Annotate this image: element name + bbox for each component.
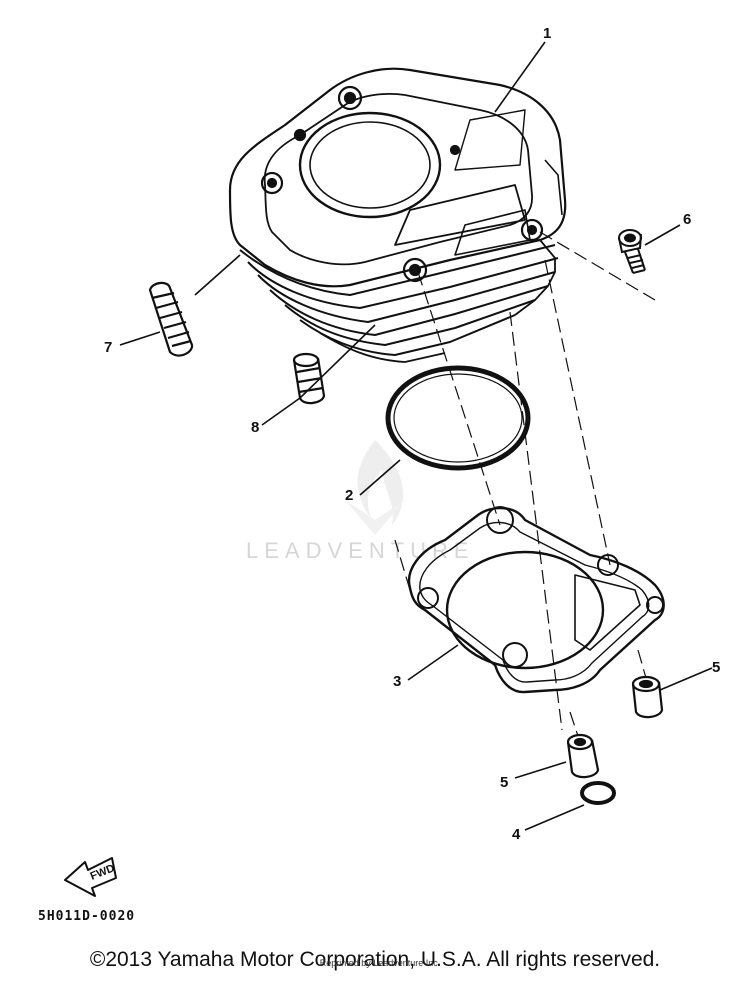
- callout-8: 8: [251, 419, 259, 436]
- callout-3: 3: [393, 673, 401, 690]
- callout-2: 2: [345, 487, 353, 504]
- callout-6: 6: [683, 211, 691, 228]
- callout-1: 1: [543, 25, 551, 42]
- diagram-part-code: 5H011D-0020: [38, 909, 135, 924]
- reprint-notice: Reprinted by Leadventure Inc.: [319, 958, 441, 968]
- callout-5-lower: 5: [500, 774, 508, 791]
- dowel-pin-right: [631, 675, 664, 719]
- watermark-text: LEADVENTURE: [246, 538, 475, 563]
- bolt: [618, 229, 646, 274]
- cylinder-parts-diagram: LEADVENTURE: [38, 25, 720, 924]
- small-o-ring: [580, 781, 616, 805]
- callout-7: 7: [104, 339, 112, 356]
- cylinder-gasket: [407, 506, 665, 694]
- dowel-pin-lower: [566, 733, 600, 779]
- copyright-notice: ©2013 Yamaha Motor Corporation, U.S.A. A…: [89, 948, 661, 971]
- callout-4: 4: [512, 826, 521, 843]
- cylinder-block: [228, 67, 567, 363]
- o-ring: [385, 365, 531, 471]
- watermark-logo: [345, 440, 405, 535]
- alignment-lines: [394, 231, 656, 737]
- callout-5-right: 5: [712, 659, 720, 676]
- stud-bolt: [148, 281, 194, 357]
- leader-lines: [119, 41, 713, 831]
- fwd-arrow-icon: FWD: [64, 857, 117, 897]
